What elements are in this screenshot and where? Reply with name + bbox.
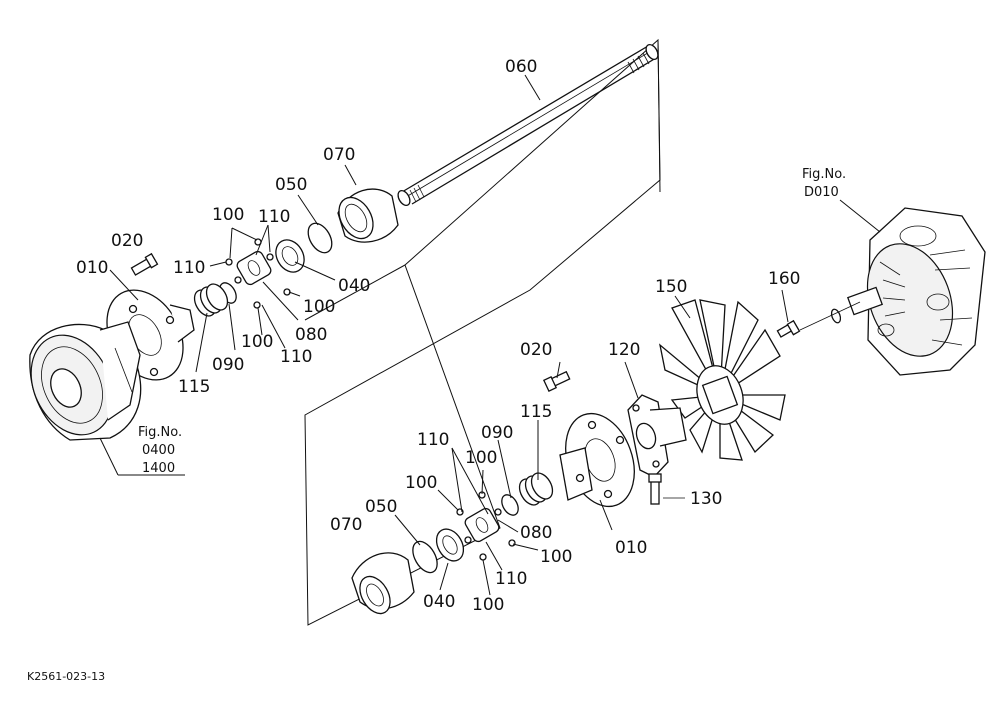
joint-080-lower xyxy=(464,507,500,543)
boot-070-upper xyxy=(337,188,399,243)
washer-040-upper xyxy=(275,239,305,273)
label-110-upper-2: 110 xyxy=(173,258,205,278)
fig-ref-d010: Fig.No. D010 xyxy=(802,167,846,200)
label-060: 060 xyxy=(505,57,537,77)
label-100-lower-3: 100 xyxy=(540,547,572,567)
leader-lines xyxy=(99,74,881,596)
spring-115-upper xyxy=(193,283,229,317)
washer-040-lower xyxy=(435,528,465,562)
label-100-upper-3: 100 xyxy=(241,332,273,352)
label-020-upper: 020 xyxy=(111,231,143,251)
spring-115-lower xyxy=(518,472,554,506)
label-050-lower: 050 xyxy=(365,497,397,517)
small-rings-upper xyxy=(225,238,291,309)
clamp-050-upper xyxy=(307,222,333,254)
fan-150 xyxy=(659,299,786,461)
label-040-lower: 040 xyxy=(423,592,455,612)
snap-ring-090-lower xyxy=(501,494,519,516)
label-010-lower: 010 xyxy=(615,538,647,558)
label-080-lower: 080 xyxy=(520,523,552,543)
bolt-020-upper xyxy=(130,252,159,276)
joint-080-upper xyxy=(236,250,272,286)
label-100-upper-1: 100 xyxy=(212,205,244,225)
label-040-upper: 040 xyxy=(338,276,370,296)
label-120: 120 xyxy=(608,340,640,360)
label-100-lower-4: 100 xyxy=(472,595,504,615)
bracket-120 xyxy=(627,394,687,478)
flange-010-lower xyxy=(559,412,635,508)
label-080-upper: 080 xyxy=(295,325,327,345)
label-115-lower: 115 xyxy=(520,402,552,422)
part-labels: 060 070 050 100 110 020 010 110 040 100 … xyxy=(76,57,800,615)
label-070-lower: 070 xyxy=(330,515,362,535)
bolt-130 xyxy=(648,473,685,505)
label-110-upper-1: 110 xyxy=(258,207,290,227)
label-100-lower-1: 100 xyxy=(465,448,497,468)
boot-070-lower xyxy=(351,552,415,615)
label-110-upper-3: 110 xyxy=(280,347,312,367)
fig-ref-d010-line1: Fig.No. xyxy=(802,167,846,182)
label-020-lower: 020 xyxy=(520,340,552,360)
bolt-020-lower xyxy=(542,370,571,392)
fig-ref-0400-line3: 1400 xyxy=(142,461,175,476)
label-150: 150 xyxy=(655,277,687,297)
clamp-050-lower xyxy=(412,540,438,574)
drawing-code: K2561-023-13 xyxy=(27,670,105,683)
label-100-lower-2: 100 xyxy=(405,473,437,493)
fig-ref-0400-line1: Fig.No. xyxy=(138,425,182,440)
label-110-lower-2: 110 xyxy=(495,569,527,589)
housing-right xyxy=(830,207,986,376)
housing-left xyxy=(29,321,142,441)
label-100-upper-2: 100 xyxy=(303,297,335,317)
label-070-upper: 070 xyxy=(323,145,355,165)
label-115-upper: 115 xyxy=(178,377,210,397)
label-050-upper: 050 xyxy=(275,175,307,195)
fig-ref-d010-line2: D010 xyxy=(804,185,839,200)
bolt-160 xyxy=(776,319,801,338)
fig-ref-0400: Fig.No. 0400 1400 xyxy=(138,425,182,476)
label-090-upper: 090 xyxy=(212,355,244,375)
label-110-lower-1: 110 xyxy=(417,430,449,450)
label-160: 160 xyxy=(768,269,800,289)
shaft-axis-right xyxy=(799,301,861,331)
label-090-lower: 090 xyxy=(481,423,513,443)
shaft-060 xyxy=(397,43,659,207)
fig-ref-0400-line2: 0400 xyxy=(142,443,175,458)
label-130: 130 xyxy=(690,489,722,509)
assembly-frame xyxy=(304,38,661,626)
label-010-upper: 010 xyxy=(76,258,108,278)
